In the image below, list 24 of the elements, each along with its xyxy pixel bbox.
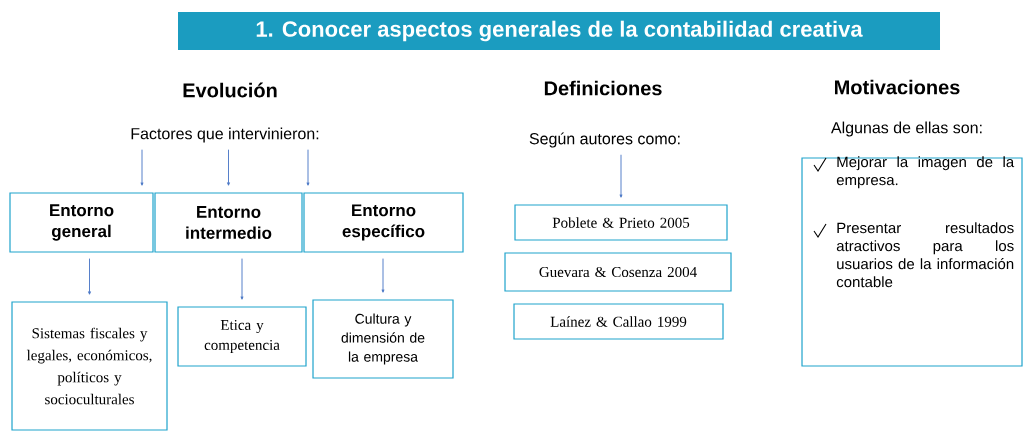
bullet-list-box: Mejorar la imagen de la empresa. Presentar resultados atractivos para los usuarios de la información contable (801, 156, 1023, 367)
category-box: Entorno específico (303, 192, 464, 253)
author-box: Laínez & Callao 1999 (513, 303, 724, 340)
arrow (306, 149, 310, 186)
arrow (227, 149, 230, 186)
category-box: Entorno intermedio (154, 192, 303, 253)
intro-text: Algunas de ellas son: (831, 121, 982, 137)
arrow (619, 154, 623, 198)
arrow (88, 258, 91, 295)
intro-text: Según autores como: (529, 132, 680, 148)
category-box: Entorno general (9, 192, 154, 253)
detail-box: Cultura y dimensión de la empresa (312, 299, 454, 379)
arrow (381, 258, 385, 293)
author-box: Guevara & Cosenza 2004 (504, 252, 732, 292)
detail-box: Etica y competencia (177, 306, 307, 367)
author-box: Poblete & Prieto 2005 (514, 204, 728, 241)
arrow (140, 149, 144, 186)
section-heading: Definiciones (544, 80, 662, 96)
arrow (240, 258, 244, 300)
section-heading: Motivaciones (835, 79, 960, 95)
intro-text: Factores que intervinieron: (131, 127, 319, 143)
section-heading: Evolución (183, 82, 277, 98)
title-banner: 1. Conocer aspectos generales de la contabilidad creativa (178, 12, 940, 50)
detail-box: Sistemas fiscales y legales, económicos, políticos y socioculturales (11, 301, 168, 431)
